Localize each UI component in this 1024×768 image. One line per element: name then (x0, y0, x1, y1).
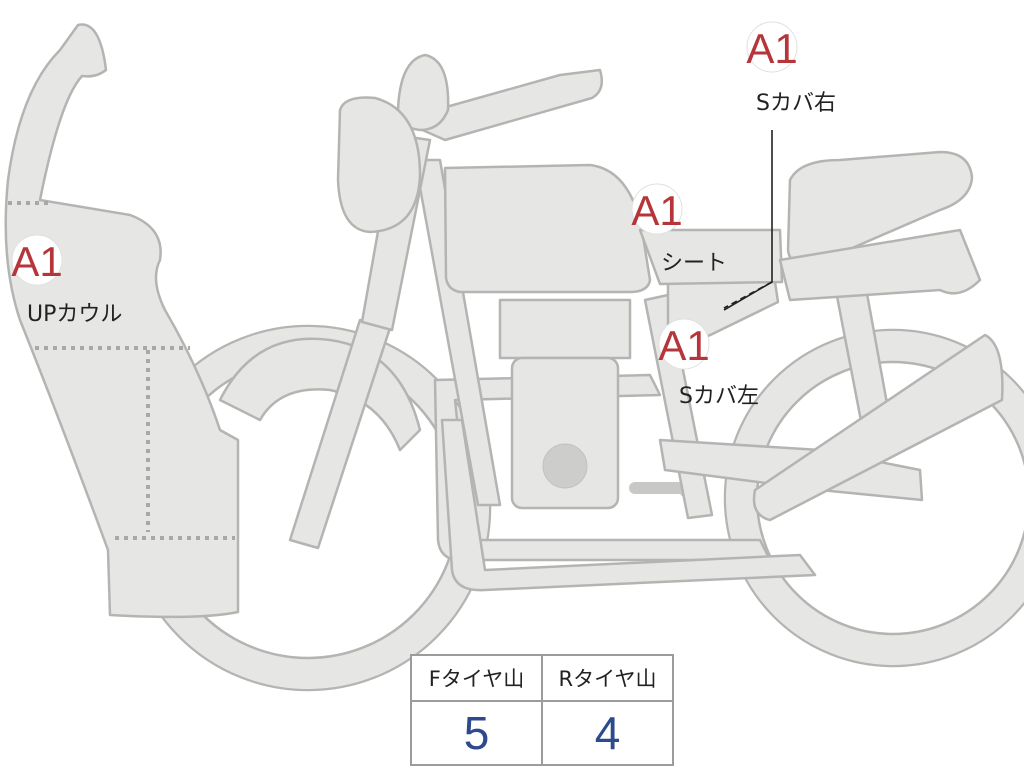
svg-text:A1: A1 (631, 187, 682, 234)
svg-text:A1: A1 (11, 238, 62, 285)
s-cover-left-badge[interactable]: A1 (658, 318, 710, 370)
rear-fender (752, 333, 1004, 522)
s-cover-left-label: Sカバ左 (679, 384, 759, 409)
svg-text:A1: A1 (658, 322, 709, 369)
seat-label: シート (661, 251, 727, 276)
seat-base (638, 228, 784, 286)
s-cover-right-label: Sカバ右 (756, 91, 836, 116)
engine-cylinder (498, 298, 632, 360)
exhaust-pipe-lower (440, 418, 817, 592)
engine-block (510, 356, 620, 510)
svg-text:A1: A1 (746, 25, 797, 72)
s-cover-right-badge[interactable]: A1 (746, 21, 798, 73)
fuel-tank (443, 163, 652, 294)
engine-cover (542, 443, 588, 489)
up-cowl-label: UPカウル (27, 302, 122, 327)
rear-tire-value: 4 (541, 700, 674, 766)
front-tire-value: 5 (410, 700, 543, 766)
upper-cowl (4, 23, 240, 619)
tire-tread-table: Fタイヤ山 Rタイヤ山 5 4 (410, 654, 674, 766)
s-cover-right-leader-dash (723, 281, 773, 309)
front-tire-header: Fタイヤ山 (410, 654, 543, 702)
frame-down-tube (413, 158, 502, 507)
headlight (336, 96, 422, 234)
seat-badge[interactable]: A1 (631, 183, 683, 235)
up-cowl-badge[interactable]: A1 (11, 234, 63, 286)
tail-cowl (778, 228, 982, 302)
rear-tire-header: Rタイヤ山 (541, 654, 674, 702)
handlebar (398, 68, 603, 142)
